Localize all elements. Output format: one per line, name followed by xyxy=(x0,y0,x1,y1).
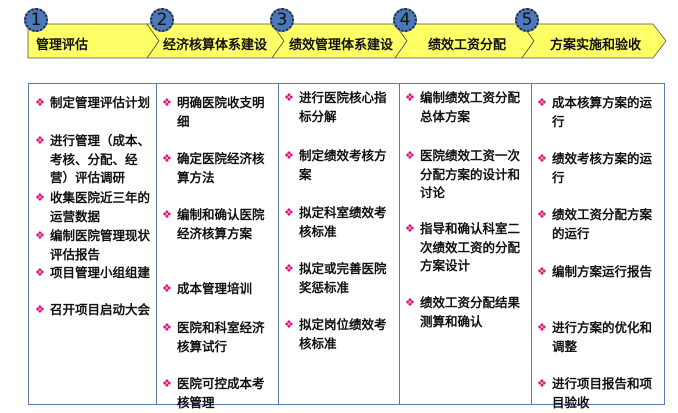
list-item: ❖ 进行项目报告和项目验收 xyxy=(537,375,662,412)
bullet-icon: ❖ xyxy=(405,149,415,162)
column-5: ❖ 成本核算方案的运行 ❖ 绩效考核方案的运行 ❖ 绩效工资分配方案的运行 ❖ 编制方案运行报… xyxy=(531,84,664,410)
bullet-icon: ❖ xyxy=(537,377,547,390)
list-item: ❖ 进行医院核心指标分解 xyxy=(284,89,397,126)
item-text: 医院绩效工资一次分配方案的设计和讨论 xyxy=(420,148,521,200)
list-item: ❖ 编制绩效工资分配总体方案 xyxy=(405,89,529,126)
bullet-icon: ❖ xyxy=(162,282,172,295)
item-text: 制定绩效考核方案 xyxy=(299,148,387,182)
item-text: 拟定岗位绩效考核标准 xyxy=(299,317,387,351)
item-text: 进行方案的优化和调整 xyxy=(552,320,653,354)
list-item: ❖ 拟定岗位绩效考核标准 xyxy=(284,316,397,353)
bullet-icon: ❖ xyxy=(537,96,547,109)
bullet-icon: ❖ xyxy=(405,296,415,309)
bullet-icon: ❖ xyxy=(405,222,415,235)
list-item: ❖ 明确医院收支明细 xyxy=(162,94,276,131)
item-text: 绩效工资分配结果测算和确认 xyxy=(420,295,521,329)
bullet-icon: ❖ xyxy=(405,91,415,104)
item-text: 明确医院收支明细 xyxy=(177,95,265,129)
item-text: 编制和确认医院经济核算方案 xyxy=(177,207,265,241)
process-banner xyxy=(27,23,667,59)
column-4: ❖ 编制绩效工资分配总体方案 ❖ 医院绩效工资一次分配方案的设计和讨论 ❖ 指导和确认科室… xyxy=(399,84,532,404)
list-item: ❖ 制定管理评估计划 xyxy=(35,94,154,113)
badge-4: 4 xyxy=(393,8,417,32)
item-text: 医院和科室经济核算试行 xyxy=(177,320,265,354)
list-item: ❖ 医院可控成本考核管理 xyxy=(162,375,276,412)
bullet-icon: ❖ xyxy=(284,149,294,162)
bullet-icon: ❖ xyxy=(35,303,45,316)
bullet-icon: ❖ xyxy=(284,206,294,219)
item-text: 拟定或完善医院奖惩标准 xyxy=(299,261,387,295)
item-text: 指导和确认科室二次绩效工资的分配方案设计 xyxy=(420,221,521,273)
badge-1: 1 xyxy=(24,8,48,32)
bullet-icon: ❖ xyxy=(537,152,547,165)
stage-label-4: 绩效工资分配 xyxy=(428,38,507,53)
bullet-icon: ❖ xyxy=(284,262,294,275)
item-text: 绩效考核方案的运行 xyxy=(552,151,653,185)
bullet-icon: ❖ xyxy=(35,191,45,204)
list-item: ❖ 成本核算方案的运行 xyxy=(537,94,662,131)
list-item: ❖ 召开项目启动大会 xyxy=(35,301,154,320)
bullet-icon: ❖ xyxy=(162,208,172,221)
list-item: ❖ 进行管理（成本、考核、分配、经营）评估调研 xyxy=(35,132,154,188)
item-text: 成本管理培训 xyxy=(177,281,253,296)
list-item: ❖ 成本管理培训 xyxy=(162,280,276,299)
bullet-icon: ❖ xyxy=(162,152,172,165)
list-item: ❖ 医院绩效工资一次分配方案的设计和讨论 xyxy=(405,147,529,203)
bullet-icon: ❖ xyxy=(35,96,45,109)
list-item: ❖ 制定绩效考核方案 xyxy=(284,147,397,184)
badge-3: 3 xyxy=(270,8,294,32)
stage-label-5: 方案实施和验收 xyxy=(550,38,642,53)
list-item: ❖ 医院和科室经济核算试行 xyxy=(162,319,276,356)
stage-arrow-5 xyxy=(521,23,667,59)
list-item: ❖ 绩效工资分配结果测算和确认 xyxy=(405,294,529,331)
bullet-icon: ❖ xyxy=(284,318,294,331)
column-2: ❖ 明确医院收支明细 ❖ 确定医院经济核算方法 ❖ 编制和确认医院经济核算方案 ❖ 成本管理培… xyxy=(156,84,279,410)
bullet-icon: ❖ xyxy=(162,321,172,334)
bullet-icon: ❖ xyxy=(284,91,294,104)
column-1: ❖ 制定管理评估计划 ❖ 进行管理（成本、考核、分配、经营）评估调研 ❖ 收集医院近三年的… xyxy=(29,84,157,404)
bullet-icon: ❖ xyxy=(537,321,547,334)
list-item: ❖ 编制医院管理现状评估报告 xyxy=(35,227,154,264)
list-item: ❖ 进行方案的优化和调整 xyxy=(537,319,662,356)
list-item: ❖ 拟定或完善医院奖惩标准 xyxy=(284,260,397,297)
bullet-icon: ❖ xyxy=(35,229,45,242)
bullet-icon: ❖ xyxy=(537,265,547,278)
item-text: 进行医院核心指标分解 xyxy=(299,90,387,124)
item-text: 收集医院近三年的运营数据 xyxy=(50,190,151,224)
item-text: 进行管理（成本、考核、分配、经营）评估调研 xyxy=(50,133,151,185)
badge-5: 5 xyxy=(515,8,539,32)
item-text: 召开项目启动大会 xyxy=(50,302,151,317)
list-item: ❖ 确定医院经济核算方法 xyxy=(162,150,276,187)
item-text: 医院可控成本考核管理 xyxy=(177,376,265,410)
item-text: 编制绩效工资分配总体方案 xyxy=(420,90,521,124)
column-3: ❖ 进行医院核心指标分解 ❖ 制定绩效考核方案 ❖ 拟定科室绩效考核标准 ❖ 拟定或完善医院奖… xyxy=(278,84,400,404)
bullet-icon: ❖ xyxy=(35,266,45,279)
item-text: 确定医院经济核算方法 xyxy=(177,151,265,185)
bullet-icon: ❖ xyxy=(162,96,172,109)
list-item: ❖ 绩效工资分配方案的运行 xyxy=(537,206,662,243)
list-item: ❖ 拟定科室绩效考核标准 xyxy=(284,204,397,241)
item-text: 进行项目报告和项目验收 xyxy=(552,376,653,410)
bullet-icon: ❖ xyxy=(162,377,172,390)
stage-label-3: 绩效管理体系建设 xyxy=(289,38,394,53)
item-text: 制定管理评估计划 xyxy=(50,95,151,110)
item-text: 绩效工资分配方案的运行 xyxy=(552,207,653,241)
item-text: 成本核算方案的运行 xyxy=(552,95,653,129)
bullet-icon: ❖ xyxy=(537,208,547,221)
list-item: ❖ 项目管理小组组建 xyxy=(35,264,154,283)
item-text: 拟定科室绩效考核标准 xyxy=(299,205,387,239)
stage-label-1: 管理评估 xyxy=(36,38,89,53)
list-item: ❖ 收集医院近三年的运营数据 xyxy=(35,189,154,226)
stage-label-2: 经济核算体系建设 xyxy=(163,38,268,53)
item-text: 编制医院管理现状评估报告 xyxy=(50,228,151,262)
item-text: 编制方案运行报告 xyxy=(552,264,653,279)
item-text: 项目管理小组组建 xyxy=(50,265,151,280)
list-item: ❖ 编制方案运行报告 xyxy=(537,263,662,282)
task-table: ❖ 制定管理评估计划 ❖ 进行管理（成本、考核、分配、经营）评估调研 ❖ 收集医院近三年的… xyxy=(28,83,665,410)
list-item: ❖ 绩效考核方案的运行 xyxy=(537,150,662,187)
badge-2: 2 xyxy=(150,8,174,32)
list-item: ❖ 指导和确认科室二次绩效工资的分配方案设计 xyxy=(405,220,529,276)
bullet-icon: ❖ xyxy=(35,134,45,147)
list-item: ❖ 编制和确认医院经济核算方案 xyxy=(162,206,276,243)
